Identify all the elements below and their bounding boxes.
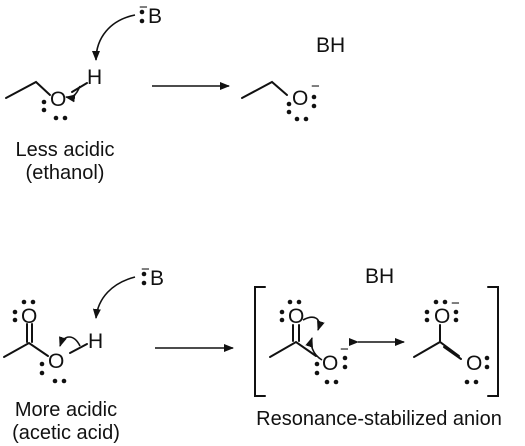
lone-pair-dot — [279, 317, 285, 323]
curved-arrow-lonepair-to-bond — [305, 337, 323, 361]
lone-pair-dot — [61, 378, 67, 384]
base-charge-bottom: − — [141, 261, 150, 278]
acetic-hydroxyl-oxygen: O — [48, 350, 65, 373]
caption-line: Less acidic — [15, 139, 115, 161]
lone-pair-dot — [39, 370, 45, 376]
caption-more-acidic: More acidic (acetic acid) — [0, 400, 132, 443]
right-bracket — [487, 286, 499, 397]
lone-pair-dot — [141, 271, 147, 277]
lone-pair-dot — [12, 309, 18, 315]
caption-line: (acetic acid) — [12, 422, 120, 444]
lone-pair-dot — [62, 115, 68, 121]
ethanol-hydrogen: H — [87, 66, 103, 89]
lone-pair-dot — [41, 99, 47, 105]
curved-arrow-base-to-h — [92, 14, 136, 61]
lone-pair-dot — [314, 370, 320, 376]
caption-resonance-stabilized: Resonance-stabilized anion — [256, 408, 502, 430]
res1-charge: − — [340, 341, 349, 358]
lone-pair-dot — [342, 355, 348, 361]
lone-pair-dot — [286, 109, 292, 115]
curved-arrow-oh-to-o — [59, 336, 81, 347]
lone-pair-dot — [30, 299, 36, 305]
acetic-carbonyl-oxygen: O — [21, 305, 38, 328]
base-atom-bottom: B — [150, 267, 165, 290]
res2-top-charge: − — [451, 295, 460, 312]
acetic-acid-skeleton — [3, 341, 49, 358]
ethoxide-charge: − — [311, 78, 320, 95]
lone-pair-dot — [287, 299, 293, 305]
lone-pair-dot — [52, 378, 58, 384]
base-atom-top: B — [148, 5, 163, 28]
res2-bottom-oxygen: O — [466, 352, 483, 375]
lone-pair-dot — [433, 299, 439, 305]
lone-pair-dot — [39, 361, 45, 367]
lone-pair-dot — [41, 107, 47, 113]
lone-pair-dot — [311, 103, 317, 109]
ethanol-oxygen: O — [50, 88, 67, 111]
lone-pair-dot — [464, 379, 470, 385]
lone-pair-dot — [21, 299, 27, 305]
lone-pair-dot — [139, 9, 145, 15]
caption-line: More acidic — [14, 399, 118, 421]
res2-skeleton — [413, 340, 460, 358]
ethanol-skeleton — [5, 80, 51, 99]
lone-pair-dot — [442, 299, 448, 305]
left-bracket — [254, 286, 266, 397]
lone-pair-dot — [424, 317, 430, 323]
ethoxide-skeleton — [241, 80, 288, 99]
oh-bond — [69, 343, 88, 354]
lone-pair-dot — [139, 18, 145, 24]
res2-top-oxygen: O — [434, 305, 451, 328]
caption-line: (ethanol) — [25, 162, 105, 184]
res1-top-oxygen: O — [288, 305, 305, 328]
lone-pair-dot — [484, 364, 490, 370]
lone-pair-dot — [286, 101, 292, 107]
lone-pair-dot — [342, 364, 348, 370]
lone-pair-dot — [294, 116, 300, 122]
lone-pair-dot — [473, 379, 479, 385]
lone-pair-dot — [424, 309, 430, 315]
lone-pair-dot — [324, 379, 330, 385]
lone-pair-dot — [311, 94, 317, 100]
ethoxide-oxygen: O — [292, 87, 309, 110]
lone-pair-dot — [303, 116, 309, 122]
res2-c-o-double — [443, 346, 462, 360]
lone-pair-dot — [333, 379, 339, 385]
lone-pair-dot — [279, 309, 285, 315]
lone-pair-dot — [296, 299, 302, 305]
bh-label-bottom: BH — [365, 265, 395, 288]
lone-pair-dot — [453, 309, 459, 315]
res1-skeleton — [269, 340, 317, 358]
res1-bottom-oxygen: O — [322, 352, 339, 375]
lone-pair-dot — [53, 115, 59, 121]
lone-pair-dot — [12, 317, 18, 323]
lone-pair-dot — [484, 355, 490, 361]
caption-less-acidic: Less acidic (ethanol) — [0, 140, 130, 183]
acetic-hydrogen: H — [88, 330, 104, 353]
curved-arrow-base-to-h — [92, 276, 136, 319]
base-charge-top: − — [139, 0, 148, 16]
lone-pair-dot — [141, 280, 147, 286]
curved-arrow-oh-to-o — [65, 85, 81, 103]
lone-pair-dot — [314, 361, 320, 367]
lone-pair-dot — [453, 317, 459, 323]
bh-label-top: BH — [316, 34, 346, 57]
curved-arrow-pi-to-o — [302, 316, 325, 331]
